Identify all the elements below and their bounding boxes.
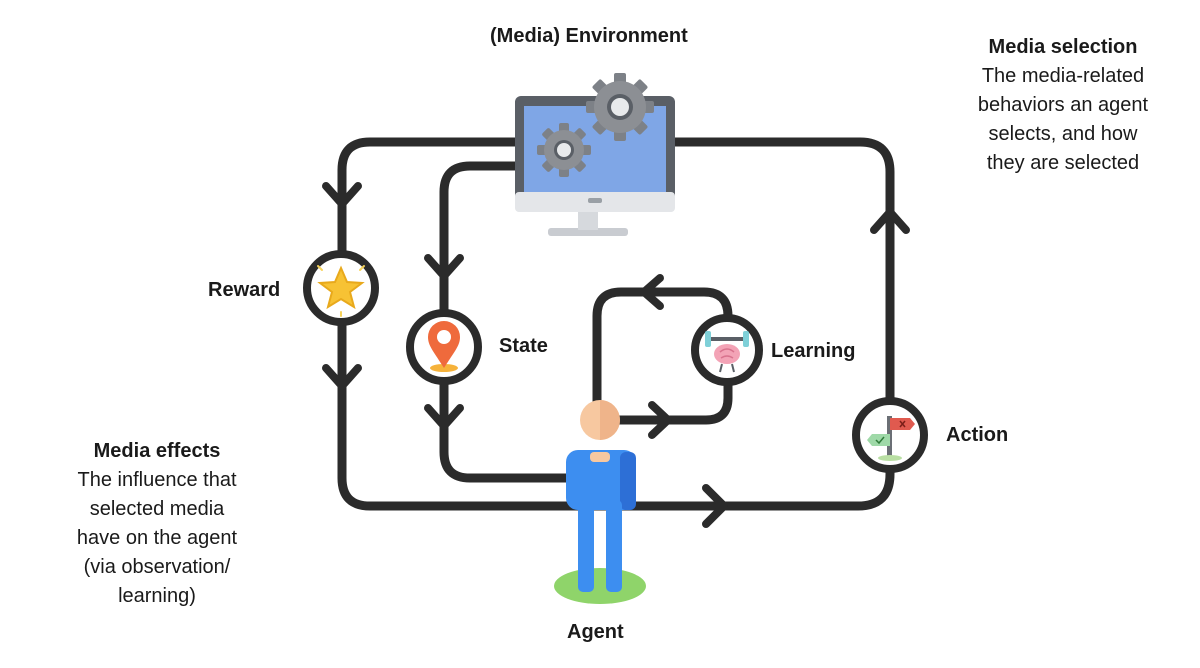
arrow-up-icon	[870, 208, 910, 234]
computer-gears-icon	[515, 73, 675, 236]
learning-label: Learning	[771, 340, 856, 362]
state-label: State	[499, 335, 548, 357]
arrow-right-icon	[648, 401, 672, 439]
media-effects-heading: Media effects	[93, 440, 221, 462]
arrow-left-icon	[640, 274, 664, 310]
learning-loop-line	[592, 287, 733, 425]
media-selection-note: Media selection The media-related behavi…	[950, 33, 1176, 178]
arrow-down-icon	[322, 364, 362, 390]
page-title: (Media) Environment	[490, 25, 688, 47]
arrow-right-icon	[702, 484, 728, 528]
action-node	[852, 397, 928, 473]
location-pin-icon	[428, 321, 460, 372]
reward-node	[303, 250, 379, 326]
reward-label: Reward	[208, 279, 281, 301]
learning-node	[691, 314, 763, 386]
media-effects-text: The influence that selected media have o…	[76, 469, 238, 607]
state-node	[406, 309, 482, 385]
media-selection-heading: Media selection	[988, 36, 1138, 58]
brain-weightlifting-icon	[705, 331, 749, 373]
media-selection-text: The media-related behaviors an agent sel…	[977, 65, 1149, 174]
arrow-down-icon	[322, 182, 362, 208]
star-icon	[317, 265, 365, 317]
agent-label: Agent	[567, 621, 624, 643]
media-effects-note: Media effects The influence that selecte…	[44, 437, 270, 611]
arrow-down-icon	[424, 404, 464, 430]
arrow-down-icon	[424, 254, 464, 280]
action-label: Action	[946, 424, 1009, 446]
person-icon	[554, 400, 646, 604]
signpost-icon	[867, 416, 915, 461]
